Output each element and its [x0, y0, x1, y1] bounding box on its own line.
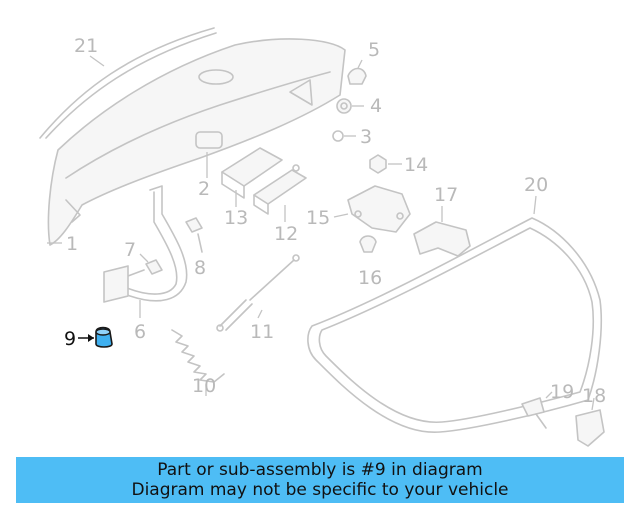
- callout-14: 14: [404, 154, 428, 176]
- callout-20: 20: [524, 174, 548, 196]
- part-16-cap: [359, 235, 377, 253]
- callout-6: 6: [134, 321, 146, 343]
- part-11-gas-strut: [216, 254, 300, 332]
- part-20-seal: [307, 195, 603, 433]
- banner-line-1: Part or sub-assembly is #9 in diagram: [157, 460, 483, 480]
- part-15-latch: [333, 185, 411, 233]
- part-10-spring: [171, 329, 225, 396]
- callout-16: 16: [358, 267, 382, 289]
- part-13-switch: [221, 147, 283, 207]
- part-17-bumper: [413, 206, 471, 257]
- part-2-pad: [195, 131, 223, 178]
- part-12-handle: [253, 164, 307, 222]
- part-21-trim-strip: [39, 27, 217, 139]
- callout-18: 18: [582, 385, 606, 407]
- part-3-washer: [332, 130, 356, 142]
- callout-1: 1: [66, 233, 78, 255]
- callout-10: 10: [192, 375, 216, 397]
- callout-9: 9: [64, 328, 76, 350]
- part-4-grommet: [336, 98, 364, 114]
- part-8-bolt: [185, 217, 203, 253]
- callout-19: 19: [550, 381, 574, 403]
- callout-12: 12: [274, 223, 298, 245]
- parts-diagram: 21 5 4 3 14 2 17 20 13 15 12 1 7 8 16 6 …: [39, 27, 606, 447]
- info-banner: Part or sub-assembly is #9 in diagram Di…: [16, 457, 624, 503]
- callout-2: 2: [198, 178, 210, 200]
- callout-11: 11: [250, 321, 274, 343]
- part-6-hinge: [103, 185, 188, 318]
- callout-labels: 21 5 4 3 14 2 17 20 13 15 12 1 7 8 16 6 …: [64, 35, 606, 407]
- part-14-nut: [369, 154, 402, 174]
- callout-4: 4: [370, 95, 382, 117]
- callout-3: 3: [360, 126, 372, 148]
- callout-15: 15: [306, 207, 330, 229]
- part-18-bracket: [575, 397, 605, 447]
- callout-17: 17: [434, 184, 458, 206]
- callout-21: 21: [74, 35, 98, 57]
- part-7-bolt: [127, 253, 163, 277]
- callout-13: 13: [224, 207, 248, 229]
- callout-5: 5: [368, 39, 380, 61]
- part-9-stopper: [78, 326, 113, 348]
- part-5-cap: [347, 59, 367, 85]
- banner-line-2: Diagram may not be specific to your vehi…: [131, 480, 509, 500]
- callout-7: 7: [124, 239, 136, 261]
- part-19-clip: [521, 391, 553, 429]
- callout-8: 8: [194, 257, 206, 279]
